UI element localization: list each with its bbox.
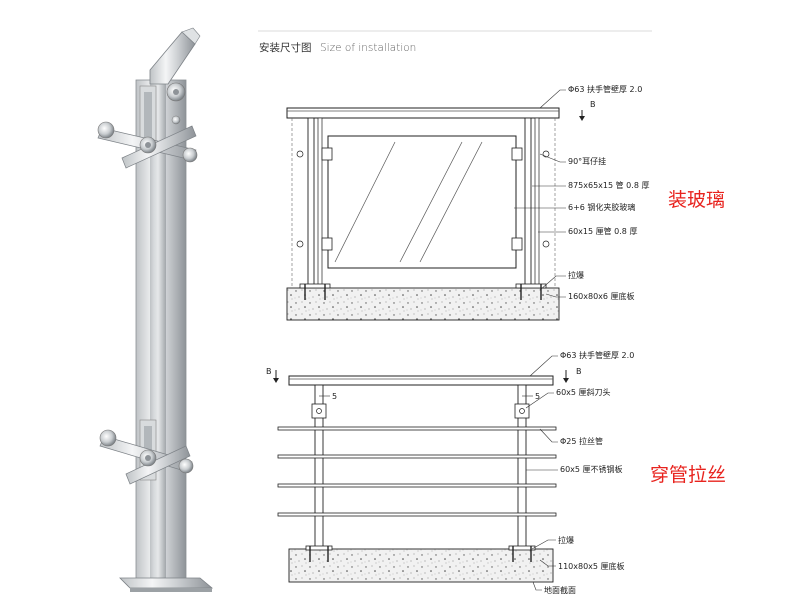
section-mark-right-label: B [576, 367, 582, 376]
top-callout-anchor: 拉爆 [568, 270, 584, 280]
section-mark-b: B [579, 100, 596, 121]
anchors-bottom [305, 545, 536, 562]
bottom-callout-steel-plate: 60x5 厘不锈钢板 [560, 464, 623, 474]
floor-section-bottom [288, 548, 554, 583]
top-callout-tube-60x15: 60x15 厘管 0.8 厚 [568, 226, 637, 236]
anchors [299, 283, 547, 300]
top-callout-tube-875: 875x65x15 管 0.8 厚 [568, 180, 649, 190]
handrail-bottom [288, 375, 554, 386]
bottom-callout-wire-tube: Φ25 拉丝管 [560, 436, 603, 446]
top-callout-glass: 6+6 钢化夹胶玻璃 [568, 202, 635, 212]
bottom-callout-leaders [525, 355, 558, 591]
top-callout-handrail: Φ63 扶手管壁厚 2.0 [568, 84, 642, 94]
bottom-callout-floor-section: 地面截面 [544, 585, 576, 595]
floor-section [286, 287, 560, 321]
header: 安装尺寸图 Size of installation [258, 30, 652, 54]
section-mark-right: B [563, 367, 582, 383]
bottom-caption: 穿管拉丝 [650, 464, 726, 486]
top-callout-leaders [514, 89, 566, 298]
handrail [286, 107, 560, 119]
glass-clamps [296, 147, 550, 251]
section-mark-left-label: B [266, 367, 272, 376]
top-callout-base-plate: 160x80x6 厘底板 [568, 291, 635, 301]
section-mark-label: B [590, 100, 596, 109]
bottom-callout-handrail: Φ63 扶手管壁厚 2.0 [560, 350, 634, 360]
header-title-en: Size of installation [320, 42, 416, 54]
glass-panel [327, 135, 517, 269]
top-caption: 装玻璃 [668, 189, 725, 211]
header-title-cn: 安装尺寸图 [259, 41, 312, 54]
section-mark-left: B [266, 367, 279, 383]
top-diagram: B [286, 84, 725, 321]
dim-right: 5 [535, 392, 540, 401]
top-callout-ear-hanger: 90°耳仔挂 [568, 156, 606, 166]
bottom-callout-anchor: 拉爆 [558, 535, 574, 545]
bottom-callout-base-plate: 110x80x5 厘底板 [558, 561, 625, 571]
railing-post-illustration [97, 27, 214, 592]
dim-left: 5 [332, 392, 337, 401]
wire-rods [277, 426, 557, 517]
bottom-diagram: B B 5 5 [266, 350, 726, 595]
bottom-callout-bevel-head: 60x5 厘斜刀头 [556, 387, 611, 397]
